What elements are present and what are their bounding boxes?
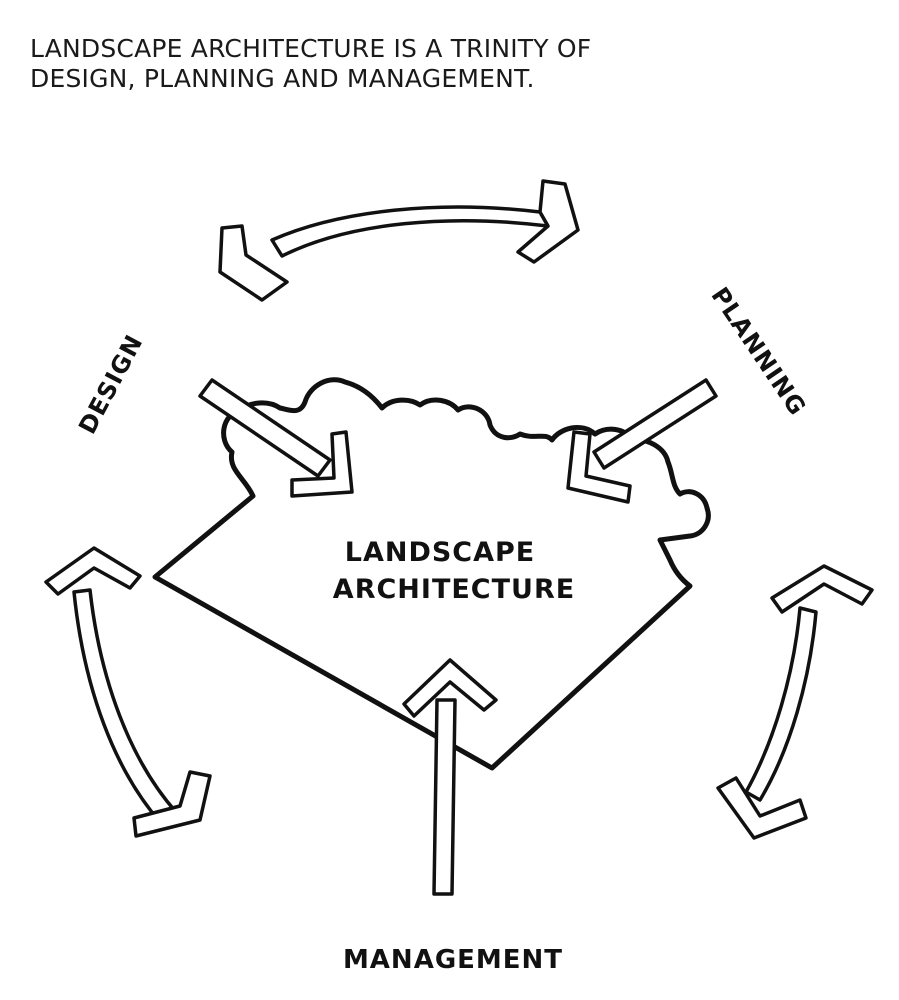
design-inflow-arrow bbox=[198, 378, 354, 498]
planning-management-arrow bbox=[716, 564, 874, 840]
management-label: MANAGEMENT bbox=[343, 945, 563, 975]
caption-line-2: DESIGN, PLANNING AND MANAGEMENT. bbox=[30, 64, 535, 93]
management-inflow-arrow bbox=[402, 658, 498, 896]
caption-line-1: LANDSCAPE ARCHITECTURE IS A TRINITY OF bbox=[30, 34, 592, 63]
design-label: DESIGN bbox=[73, 330, 149, 439]
center-label-line-1: LANDSCAPE bbox=[345, 537, 536, 568]
planning-inflow-arrow bbox=[566, 378, 718, 504]
planning-label: PLANNING bbox=[706, 282, 812, 421]
design-management-arrow bbox=[44, 546, 212, 838]
center-label-line-2: ARCHITECTURE bbox=[333, 574, 575, 605]
design-planning-arrow bbox=[218, 179, 580, 302]
page-caption: LANDSCAPE ARCHITECTURE IS A TRINITY OF D… bbox=[30, 34, 670, 94]
